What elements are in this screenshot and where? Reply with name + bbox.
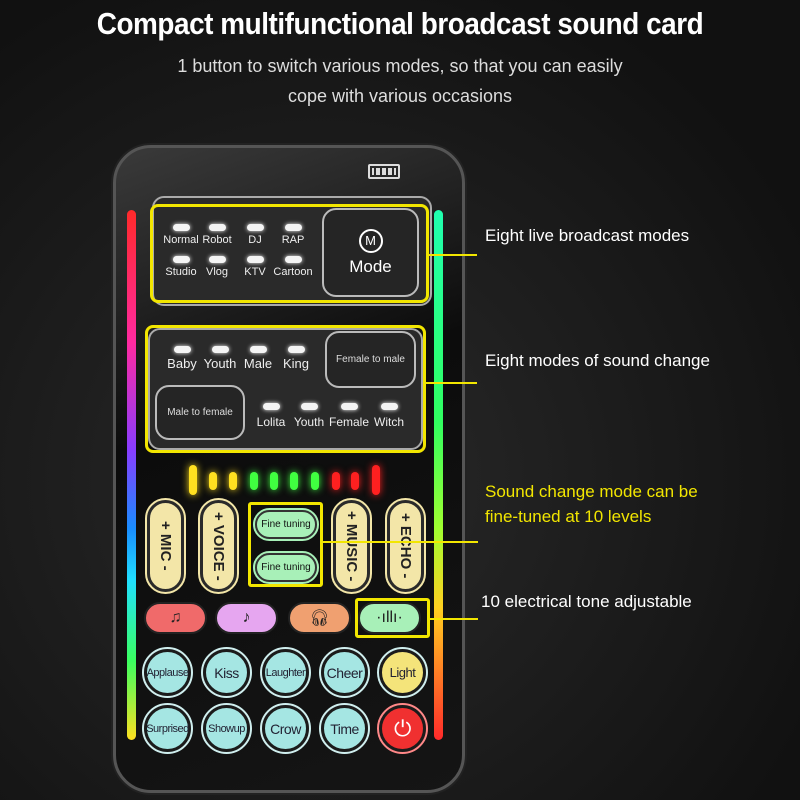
voice-indicator-led xyxy=(174,346,191,353)
effect-button-crow[interactable]: Crow xyxy=(260,703,311,754)
mode-indicator-led xyxy=(173,224,190,231)
effect-button-cheer[interactable]: Cheer xyxy=(319,647,370,698)
music-slider[interactable]: + MUSIC - xyxy=(331,498,372,594)
effect-button-applause[interactable]: Applause xyxy=(142,647,193,698)
effect-button-kiss[interactable]: Kiss xyxy=(201,647,252,698)
level-meter-bar xyxy=(290,472,298,490)
voice-indicator-led xyxy=(381,403,398,410)
effect-button-laughter[interactable]: Laughter xyxy=(260,647,311,698)
voice-label: Witch xyxy=(374,415,404,429)
voice-label: King xyxy=(282,356,310,371)
mode-indicator-led xyxy=(173,256,190,263)
dance-button[interactable]: ♪ xyxy=(215,602,278,634)
highlight-box-voice xyxy=(145,325,426,453)
voice-label: Youth xyxy=(203,356,237,371)
mode-label: DJ xyxy=(248,234,262,246)
female-to-male-button[interactable]: Female to male xyxy=(325,331,416,388)
music-note-button[interactable]: ♫ xyxy=(144,602,207,634)
effect-button-light[interactable]: Light xyxy=(377,647,428,698)
music-note-icon: ♫ xyxy=(169,609,182,626)
page-title: Compact multifunctional broadcast sound … xyxy=(96,6,704,41)
mode-label: Vlog xyxy=(205,266,229,278)
level-meter-bar xyxy=(332,472,340,490)
subtitle-line-2: cope with various occasions xyxy=(287,86,513,106)
power-button[interactable]: ⏻ xyxy=(377,703,428,754)
soundwave-icon: ·ıllı· xyxy=(376,609,403,626)
rgb-light-strip-right xyxy=(434,210,443,740)
effect-button-time[interactable]: Time xyxy=(319,703,370,754)
highlight-box-tone xyxy=(355,598,430,638)
callout-line-3 xyxy=(323,541,478,543)
level-meter-bar xyxy=(229,472,237,490)
headset-button[interactable]: 🎧︎ xyxy=(288,602,351,634)
level-meter-bar xyxy=(209,472,217,490)
callout-line-4 xyxy=(430,618,478,620)
level-meter-bar xyxy=(270,472,278,490)
echo-slider[interactable]: + ECHO - xyxy=(385,498,426,594)
mode-label: Robot xyxy=(202,234,232,246)
voice-label: Baby xyxy=(167,356,197,371)
mode-indicator-led xyxy=(209,256,226,263)
mode-label: Studio xyxy=(165,266,197,278)
highlight-box-fine-tuning xyxy=(248,502,323,587)
dance-icon: ♪ xyxy=(242,609,251,626)
fine-tuning-up-button[interactable]: Fine tuning xyxy=(253,508,319,541)
mode-indicator-led xyxy=(285,256,302,263)
voice-label: Female xyxy=(328,415,369,429)
battery-icon xyxy=(368,164,400,179)
level-meter-bar xyxy=(189,465,197,495)
mode-icon: M xyxy=(358,228,383,253)
mode-label: KTV xyxy=(244,266,266,278)
mic-slider[interactable]: + MIC - xyxy=(145,498,186,594)
level-meter-bar xyxy=(351,472,359,490)
mode-indicator-led xyxy=(285,224,302,231)
effect-button-surprised[interactable]: Surprised xyxy=(142,703,193,754)
voice-indicator-led xyxy=(301,403,318,410)
voice-label: Lolita xyxy=(256,415,286,429)
mode-label: Mode xyxy=(349,256,392,276)
callout-tone: 10 electrical tone adjustable xyxy=(481,592,692,611)
power-icon: ⏻ xyxy=(394,715,411,741)
fine-tuning-down-button[interactable]: Fine tuning xyxy=(253,551,319,584)
mode-label: RAP xyxy=(281,234,305,246)
voice-indicator-led xyxy=(288,346,305,353)
mode-label: Cartoon xyxy=(273,266,313,278)
mode-indicator-led xyxy=(247,224,264,231)
mode-button[interactable]: M Mode xyxy=(322,208,419,297)
callout-line-2 xyxy=(426,382,477,384)
callout-fine-tune-2: fine-tuned at 10 levels xyxy=(485,507,652,526)
voice-label: Youth xyxy=(293,415,325,429)
soundwave-button[interactable]: ·ıllı· xyxy=(358,602,421,634)
level-meter-bar xyxy=(372,465,380,495)
voice-slider[interactable]: + VOICE - xyxy=(198,498,239,594)
level-meter-bar xyxy=(250,472,258,490)
male-to-female-button[interactable]: Male to female xyxy=(155,385,245,440)
headset-icon: 🎧︎ xyxy=(309,610,330,627)
voice-label: Male xyxy=(243,356,273,371)
subtitle-line-1: 1 button to switch various modes, so tha… xyxy=(177,56,623,76)
callout-sound-change: Eight modes of sound change xyxy=(485,351,710,370)
effect-button-showup[interactable]: Showup xyxy=(201,703,252,754)
rgb-light-strip-left xyxy=(127,210,136,740)
voice-indicator-led xyxy=(212,346,229,353)
level-meter-bar xyxy=(311,472,319,490)
highlight-box-broadcast xyxy=(150,204,429,303)
mode-indicator-led xyxy=(209,224,226,231)
mode-label: Normal xyxy=(163,234,199,246)
callout-line-1 xyxy=(429,254,477,256)
voice-indicator-led xyxy=(263,403,280,410)
callout-fine-tune-1: Sound change mode can be xyxy=(485,482,698,501)
voice-indicator-led xyxy=(250,346,267,353)
voice-indicator-led xyxy=(341,403,358,410)
callout-broadcast-modes: Eight live broadcast modes xyxy=(485,226,690,245)
mode-indicator-led xyxy=(247,256,264,263)
